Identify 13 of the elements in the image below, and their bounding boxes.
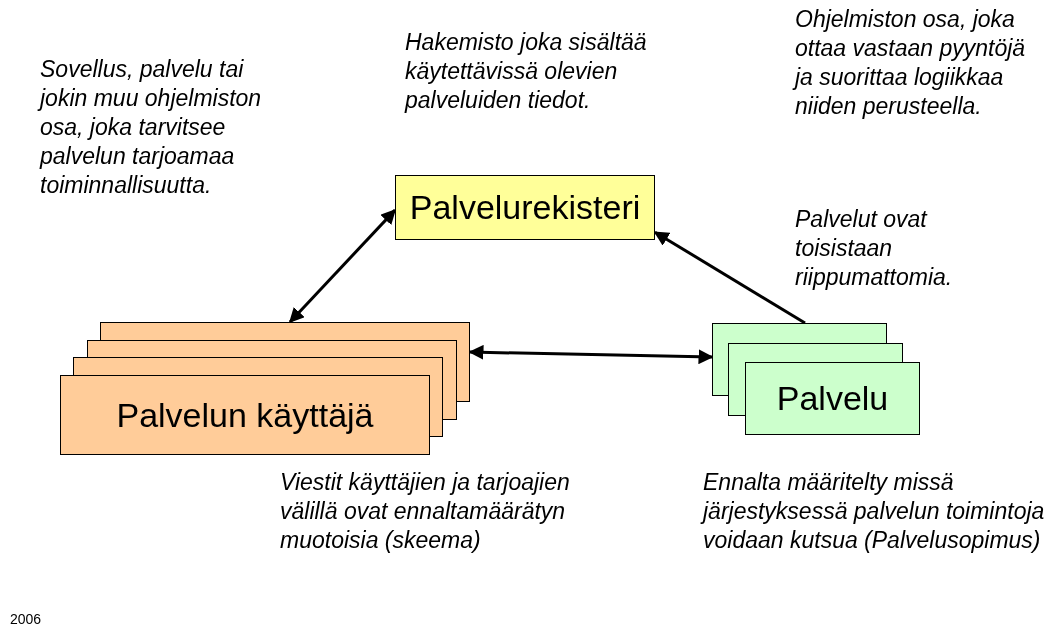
double-arrow bbox=[653, 230, 806, 325]
annotation-text: Viestit käyttäjien ja tarjoajien välillä ovat ennaltamäärätyn muotoisia (skeema) bbox=[280, 468, 571, 555]
registry-box bbox=[395, 175, 655, 240]
node-label: Palvelu bbox=[776, 378, 889, 419]
node-label: Palvelurekisteri bbox=[409, 187, 641, 228]
stacked-boxes-drawing bbox=[60, 322, 470, 455]
double-arrow bbox=[288, 209, 397, 324]
source-note: 2006 bbox=[10, 610, 43, 628]
stacked-boxes-drawing bbox=[712, 323, 920, 435]
annotation-text: Palvelut ovat toisistaan riippumattomia. bbox=[795, 205, 954, 292]
node-label: Palvelun käyttäjä bbox=[116, 394, 374, 436]
double-arrow bbox=[468, 344, 714, 365]
annotation-text: Hakemisto joka sisältää käytettävissä olevien palveluiden tiedot. bbox=[405, 28, 648, 115]
